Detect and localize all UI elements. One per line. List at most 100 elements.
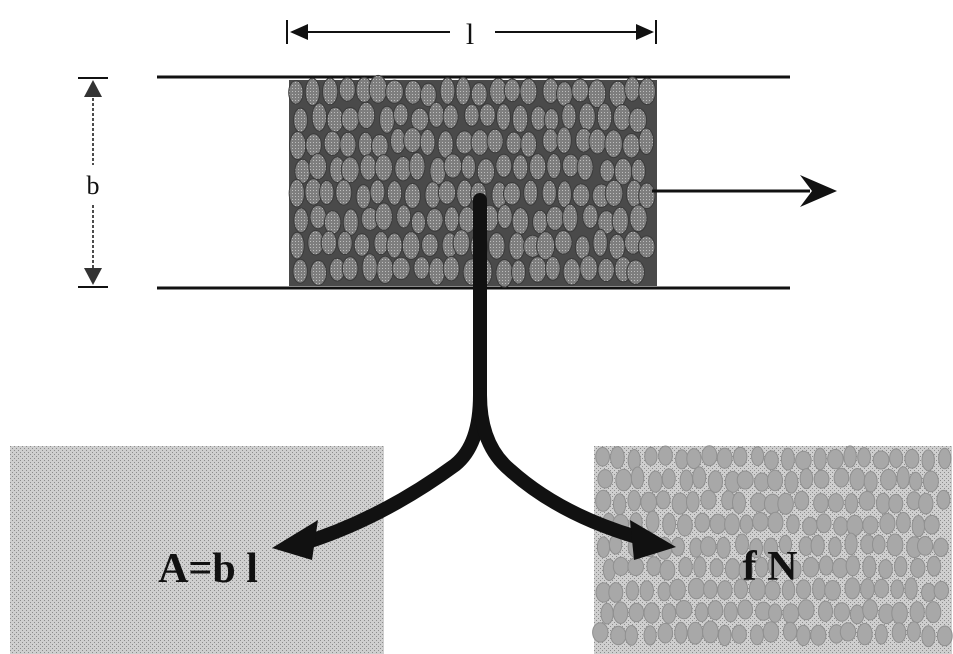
count-particle (700, 489, 717, 510)
particle (496, 103, 511, 131)
particle (410, 107, 429, 132)
arrowhead-left-icon (290, 24, 308, 40)
count-particle (818, 600, 833, 622)
particle (396, 204, 412, 229)
particle (311, 102, 327, 132)
particle (386, 180, 403, 206)
count-particle (849, 604, 865, 625)
count-particle (595, 489, 612, 512)
particle (408, 152, 426, 181)
particle (335, 179, 353, 206)
count-particle (648, 470, 663, 493)
count-particle (894, 556, 908, 577)
count-particle (879, 513, 896, 535)
count-particle (777, 492, 794, 515)
count-particle (923, 514, 940, 535)
particle (421, 233, 439, 257)
particle (289, 231, 305, 260)
count-particle (906, 621, 921, 642)
count-particle (596, 536, 611, 559)
count-particle (904, 448, 920, 469)
particle (304, 77, 321, 107)
count-particle (615, 468, 633, 492)
count-particle (661, 603, 677, 624)
count-particle (818, 555, 834, 576)
count-particle (709, 558, 724, 578)
particle (611, 206, 629, 235)
count-particle (813, 447, 827, 471)
particle (561, 153, 580, 178)
particle (545, 205, 565, 231)
count-particle (608, 582, 624, 603)
count-particle (796, 624, 811, 647)
count-particle (658, 445, 673, 466)
count-particle (627, 557, 645, 577)
particle (582, 204, 599, 229)
particle (442, 104, 459, 129)
particle (323, 130, 342, 157)
particle (357, 131, 374, 157)
count-particle (878, 559, 893, 580)
count-particle (909, 601, 925, 624)
particle (403, 127, 422, 154)
particle (439, 77, 456, 105)
count-particle (671, 492, 689, 515)
count-particle (762, 621, 780, 643)
count-particle (795, 450, 812, 471)
count-particle (645, 510, 660, 533)
count-particle (738, 559, 753, 582)
count-particle (692, 466, 707, 489)
count-particle (844, 532, 858, 556)
particle (536, 231, 556, 261)
particle (376, 255, 394, 284)
count-particle (723, 601, 738, 623)
count-particle (780, 447, 795, 471)
particle (323, 210, 342, 235)
count-particle (862, 555, 877, 579)
particle (443, 153, 463, 179)
count-particle (917, 536, 934, 556)
count-particle (845, 555, 860, 577)
particle (401, 231, 421, 261)
count-particle (657, 622, 674, 644)
particle (293, 207, 309, 234)
count-particle (889, 448, 904, 469)
particle (542, 128, 559, 153)
count-particle (628, 602, 645, 623)
count-particle (707, 600, 724, 621)
particle (353, 233, 371, 257)
count-particle (796, 579, 812, 600)
area-panel-background (10, 446, 384, 654)
particle (579, 255, 598, 282)
count-particle (890, 579, 905, 600)
count-particle (788, 560, 802, 579)
count-particle (778, 534, 793, 555)
count-particle (612, 556, 630, 577)
particle (637, 235, 656, 259)
count-particle (933, 580, 949, 601)
particle (470, 82, 488, 107)
particle (368, 74, 388, 104)
count-particle (754, 472, 770, 492)
split-branch-right (473, 388, 647, 545)
particle (293, 107, 309, 133)
particle (532, 209, 548, 234)
count-particle (909, 471, 923, 491)
particle (320, 230, 338, 256)
particle (373, 231, 389, 256)
count-particle (737, 599, 754, 620)
count-particle (717, 580, 733, 600)
particle (562, 258, 581, 286)
particle (612, 104, 632, 131)
length-dimension: l (286, 18, 657, 51)
particle (562, 203, 579, 233)
count-particle (810, 624, 827, 646)
particle (596, 102, 613, 132)
count-particle (872, 534, 886, 555)
particle (608, 233, 626, 260)
count-particle (813, 493, 829, 514)
count-particle (839, 622, 857, 642)
count-particle (646, 556, 662, 577)
particle (588, 128, 607, 155)
